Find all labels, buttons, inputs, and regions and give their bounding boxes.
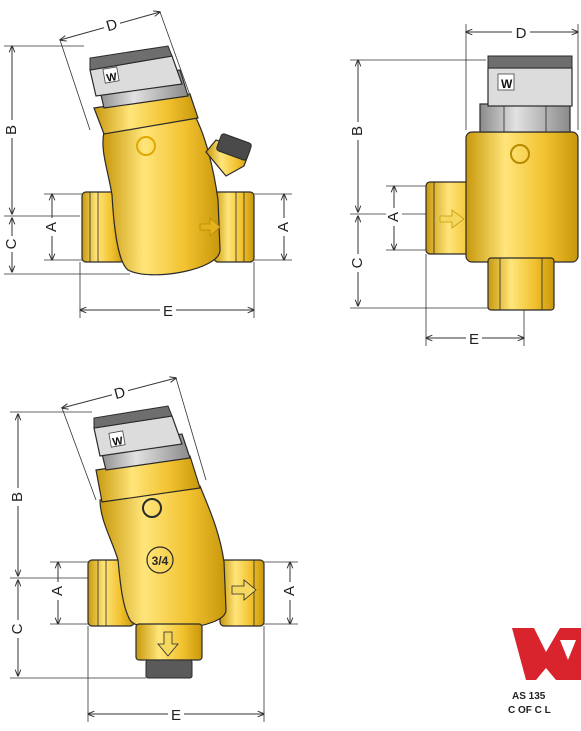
valve1-cap-top: [89, 45, 173, 71]
valve-with-drain: 3/4 W D B C A: [9, 378, 298, 724]
valve3-body: [99, 485, 227, 630]
valve2-outlet-port: [487, 257, 555, 311]
valve2-label-c: C: [349, 257, 366, 268]
valve3-label-a-right: A: [281, 586, 298, 596]
certification-block: AS 135 C OF C L: [502, 625, 581, 726]
valve3-size-marking: 3/4: [152, 554, 169, 568]
valve2-logo-mark: W: [501, 77, 513, 91]
valve3-flow-arrow: [231, 579, 257, 601]
valve1-label-c: C: [3, 238, 20, 249]
valve3-label-e: E: [171, 707, 181, 724]
valve2-label-b: B: [349, 126, 366, 136]
valve3-label-d: D: [112, 384, 127, 403]
valve1-flow-arrow: [199, 217, 221, 237]
valve2-body: [465, 131, 579, 263]
valve3-drain-fitting: [145, 659, 193, 679]
valve1-label-a-right: A: [275, 222, 292, 232]
valve2-hex-nut: [479, 103, 571, 133]
valve3-label-c: C: [9, 623, 26, 634]
valve1-brand-logo: [136, 136, 156, 156]
valve1-label-d: D: [104, 16, 119, 35]
valve1-body: [102, 117, 221, 276]
valve1-label-a-left: A: [43, 222, 60, 232]
valve2-brand-logo: [510, 144, 530, 164]
valve2-label-e: E: [469, 331, 479, 348]
valve-straight: W D B C A E: [349, 23, 578, 348]
watermark-logo: [512, 628, 581, 680]
certification-standard: AS 135: [512, 691, 546, 702]
valve1-gauge-plug: [216, 133, 252, 161]
valve3-label-a-left: A: [49, 586, 66, 596]
valve2-flow-arrow: [439, 209, 465, 229]
valve3-label-b: B: [9, 492, 26, 502]
valve3-drain-arrow: [157, 631, 179, 657]
valve-angled: W D B C A A E: [3, 12, 292, 320]
valve3-size-badge: [146, 546, 174, 574]
valve1-label-b: B: [3, 125, 20, 135]
valve2-label-d: D: [516, 25, 527, 42]
valve3-brand-logo: [142, 498, 162, 518]
valve3-logo-mark: W: [112, 435, 125, 449]
certification-certificate: C OF C L: [508, 705, 551, 716]
valve1-label-e: E: [163, 303, 173, 320]
valve2-label-a: A: [385, 212, 402, 222]
valve1-logo-mark: W: [106, 71, 119, 85]
